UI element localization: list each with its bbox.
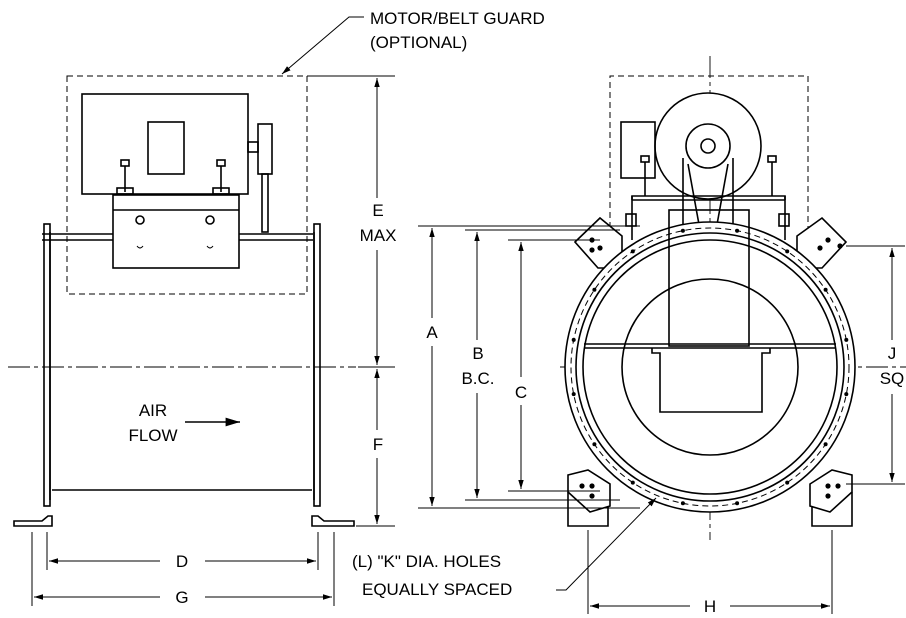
front-right-foot	[811, 492, 853, 527]
dim-a-label: A	[426, 323, 438, 342]
flange-hole	[630, 480, 635, 485]
dim-b-bc-label: B.C.	[461, 369, 494, 388]
air-label: AIR	[139, 401, 167, 420]
holes-label-line1: (L) "K" DIA. HOLES	[352, 552, 501, 571]
dim-f-label: F	[373, 435, 383, 454]
flange-hole	[571, 392, 576, 397]
flange-hole	[735, 501, 740, 506]
dim-c-label: C	[515, 383, 527, 402]
front-motor	[620, 121, 656, 179]
flange-hole	[630, 249, 635, 254]
flange-hole	[785, 480, 790, 485]
flange-hole	[785, 249, 790, 254]
flange-hole	[735, 228, 740, 233]
belt-tunnel	[668, 209, 750, 347]
dim-e-max-label: MAX	[360, 226, 397, 245]
flow-label: FLOW	[128, 426, 177, 445]
flange-hole	[823, 287, 828, 292]
guard-leader	[281, 16, 364, 75]
motor-support	[651, 348, 771, 413]
fan-hub	[621, 278, 799, 456]
front-view: A B B.C. C J SQ H (L) "K" DIA. HOLES EQU…	[352, 56, 906, 616]
holes-leader	[556, 497, 657, 591]
front-left-foot	[567, 492, 609, 527]
flange-hole	[844, 337, 849, 342]
flange-hole	[571, 337, 576, 342]
holes-label-line2: EQUALLY SPACED	[362, 580, 512, 599]
motor-junction-box	[147, 121, 185, 175]
flange-hole	[592, 287, 597, 292]
guard-callout: MOTOR/BELT GUARD (OPTIONAL)	[281, 9, 545, 75]
motor-body	[81, 93, 249, 195]
dim-h-label: H	[704, 597, 716, 616]
flange-holes	[571, 228, 849, 506]
flange-hole	[823, 442, 828, 447]
left-flange	[43, 223, 51, 507]
guard-outline-side	[66, 75, 308, 295]
flange-hole	[680, 228, 685, 233]
housing-outer-ring	[564, 221, 856, 513]
motor-mount-plate	[112, 194, 240, 269]
dim-e-label: E	[372, 201, 383, 220]
guard-label-line1: MOTOR/BELT GUARD	[370, 9, 545, 28]
flange-hole	[680, 501, 685, 506]
motor-mount-bolts	[116, 159, 230, 195]
dim-j-sq-label: SQ	[880, 369, 905, 388]
guard-label-line2: (OPTIONAL)	[370, 33, 467, 52]
flange-hole	[844, 392, 849, 397]
bolt-circle	[570, 227, 850, 507]
dim-j-label: J	[888, 344, 897, 363]
dim-g-label: G	[175, 588, 188, 607]
dim-b-label: B	[472, 344, 483, 363]
right-foot	[311, 515, 355, 527]
dim-d-label: D	[176, 552, 188, 571]
flange-hole	[592, 442, 597, 447]
side-view: AIR FLOW E MAX F D G	[8, 75, 397, 607]
right-flange	[313, 223, 321, 507]
front-pulley	[654, 92, 762, 200]
side-pulley	[257, 123, 273, 175]
guard-outline-front	[609, 75, 809, 238]
left-foot	[13, 515, 53, 527]
